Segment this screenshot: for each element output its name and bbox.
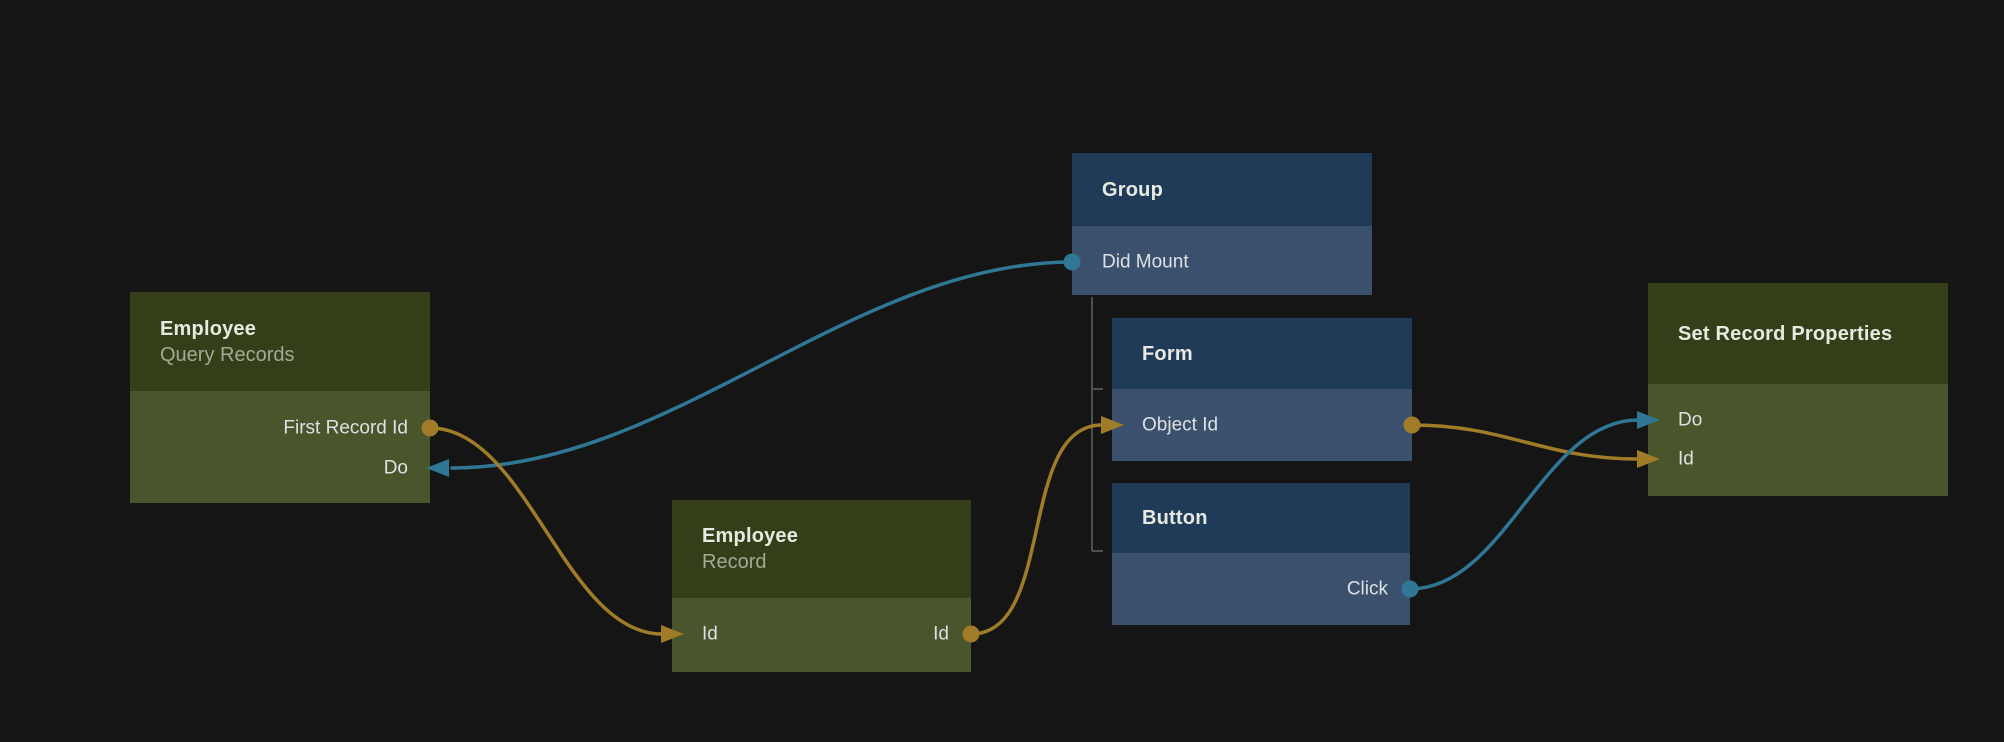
node-port-section: Did Mount xyxy=(1072,226,1372,295)
edge-objectid-to-id[interactable] xyxy=(1410,423,1640,461)
edge-recordid-to-objectid[interactable] xyxy=(969,423,1104,636)
port-label-employee-query-records-first-record-id: First Record Id xyxy=(283,417,408,439)
port-label-group-did-mount: Did Mount xyxy=(1102,251,1189,273)
port-label-set-record-properties-do: Do xyxy=(1678,409,1703,431)
node-title: Button xyxy=(1142,507,1208,529)
node-subtitle: Record xyxy=(702,551,767,573)
port-label-employee-record-id-out: Id xyxy=(933,623,949,645)
node-header: Button xyxy=(1112,483,1410,553)
node-title: Employee xyxy=(702,525,799,547)
node-header: Form xyxy=(1112,318,1412,389)
node-subtitle: Query Records xyxy=(160,343,295,366)
port-label-set-record-properties-id: Id xyxy=(1678,448,1694,470)
port-label-employee-record-id-in: Id xyxy=(702,623,718,645)
node-port-section: Object Id xyxy=(1112,389,1412,461)
node-header: Group xyxy=(1072,153,1372,226)
edge-didmount-to-do[interactable] xyxy=(450,260,1074,470)
node-title: Set Record Properties xyxy=(1678,322,1893,345)
node-title: Form xyxy=(1142,342,1193,365)
node-port-section: Click xyxy=(1112,553,1410,625)
node-port-section: First Record Id Do xyxy=(130,391,430,503)
node-header: Set Record Properties xyxy=(1648,283,1948,384)
edge-click-to-do[interactable] xyxy=(1408,418,1640,591)
port-label-employee-query-records-do: Do xyxy=(383,457,408,479)
node-title: Group xyxy=(1102,178,1163,201)
edge-firstrecordid-to-id[interactable] xyxy=(428,426,664,636)
node-port-section: Id Id xyxy=(672,598,971,672)
port-label-form-object-id-in: Object Id xyxy=(1142,414,1219,436)
node-title: Employee xyxy=(160,317,257,340)
port-label-button-click: Click xyxy=(1346,578,1388,600)
